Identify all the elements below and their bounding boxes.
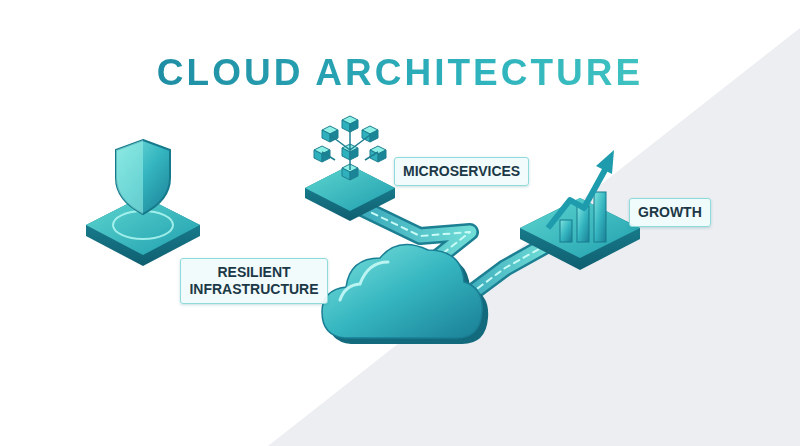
cube-side [370,130,378,142]
cube-side [378,150,386,162]
cube-side [314,150,322,162]
growth-platform [520,150,640,270]
cube-side [350,120,358,132]
shield-platform [86,140,200,266]
label-box: RESILIENT INFRASTRUCTURE [180,258,328,304]
label-text: MICROSERVICES [403,163,520,180]
diagram-title: CLOUD ARCHITECTURE [0,52,800,94]
label-text: RESILIENT INFRASTRUCTURE [189,264,319,298]
cube-side [342,168,350,180]
cube-side [322,130,330,142]
label-box: MICROSERVICES [394,157,529,186]
cloud-icon [322,245,488,344]
label-box: GROWTH [629,198,711,227]
cube-side [350,168,358,180]
cube-side [342,120,350,132]
label-text: GROWTH [638,204,702,221]
microservices-platform [305,116,395,221]
